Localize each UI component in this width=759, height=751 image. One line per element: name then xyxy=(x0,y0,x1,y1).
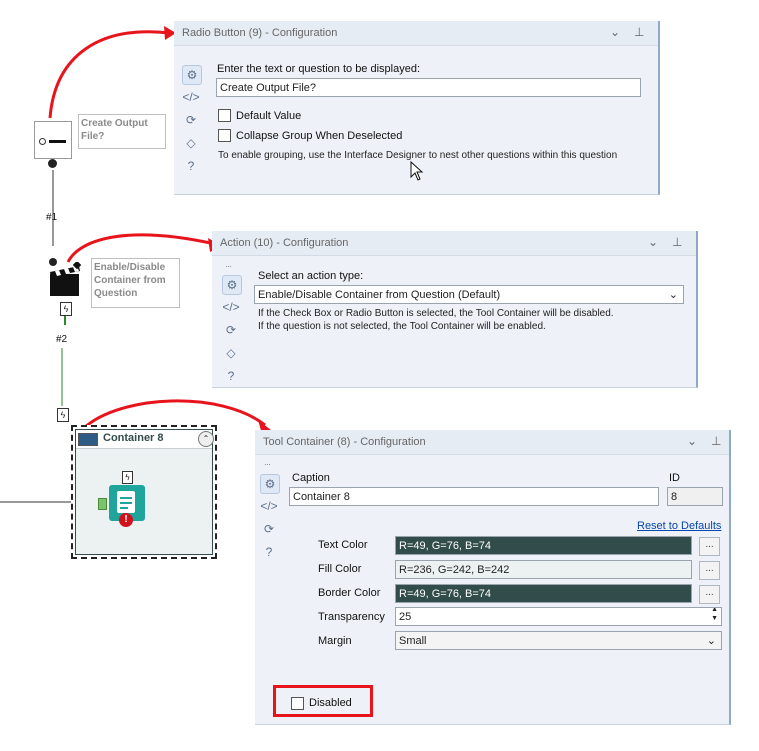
radio-line-icon xyxy=(49,140,66,143)
connection-icon[interactable]: ⟳ xyxy=(225,323,237,337)
action-note-line1: If the Check Box or Radio Button is sele… xyxy=(258,308,614,319)
tag-icon[interactable]: ◇ xyxy=(226,346,236,360)
connection-icon[interactable]: ⟳ xyxy=(185,113,197,127)
help-icon[interactable]: ? xyxy=(265,545,273,559)
chevron-down-icon[interactable]: ⌄ xyxy=(648,235,659,249)
fill-color-label: Fill Color xyxy=(318,563,362,575)
more-dots-icon: ··· xyxy=(225,261,232,271)
container-panel-header: Tool Container (8) - Configuration ⌄ ⊥ xyxy=(255,430,729,455)
code-icon[interactable]: </> xyxy=(182,90,200,104)
help-icon[interactable]: ? xyxy=(187,159,195,173)
transparency-spinner[interactable]: 25 ▲▼ xyxy=(395,607,722,626)
chevron-down-icon: ⌄ xyxy=(668,289,678,301)
action-type-label: Select an action type: xyxy=(258,270,364,282)
more-dots-icon: ··· xyxy=(264,459,271,469)
disabled-highlight-box xyxy=(273,685,373,717)
radio-config-panel: Radio Button (9) - Configuration ⌄ ⊥ ⚙ <… xyxy=(174,21,660,195)
margin-label: Margin xyxy=(318,635,352,647)
radio-tool-annotation: Create Output File? xyxy=(78,114,166,149)
spinner-arrows-icon[interactable]: ▲▼ xyxy=(711,607,718,622)
default-value-checkbox[interactable] xyxy=(218,109,231,122)
collapse-group-label: Collapse Group When Deselected xyxy=(236,130,403,142)
radio-dot-icon xyxy=(39,138,46,145)
text-color-label: Text Color xyxy=(318,539,368,551)
pin-icon[interactable]: ⊥ xyxy=(711,434,722,448)
inner-tool-anchor-icon: ϟ xyxy=(122,471,133,484)
tag-icon[interactable]: ◇ xyxy=(186,136,196,150)
help-icon[interactable]: ? xyxy=(227,369,235,383)
radio-panel-header: Radio Button (9) - Configuration ⌄ ⊥ xyxy=(174,21,658,46)
chevron-down-icon[interactable]: ⌄ xyxy=(687,434,698,448)
container-header[interactable]: Container 8 ⌃ xyxy=(76,430,214,449)
disabled-label: Disabled xyxy=(309,697,352,709)
mouse-cursor-icon xyxy=(410,160,424,184)
tool-input-anchor-icon xyxy=(98,498,107,510)
chevron-down-icon[interactable]: ⌄ xyxy=(610,25,621,39)
action-output-anchor-icon: ϟ xyxy=(60,302,72,316)
border-color-picker-button[interactable]: ... xyxy=(699,585,720,604)
border-color-field[interactable]: R=49, G=76, B=74 xyxy=(395,584,692,603)
collapse-container-icon[interactable]: ⌃ xyxy=(198,431,214,447)
fill-color-field[interactable]: R=236, G=242, B=242 xyxy=(395,560,692,579)
container-icon xyxy=(78,433,98,446)
prompt-input[interactable]: Create Output File? xyxy=(216,78,641,97)
action-type-select[interactable]: Enable/Disable Container from Question (… xyxy=(254,285,684,304)
container-panel-title: Tool Container (8) - Configuration xyxy=(263,436,426,448)
grouping-note: To enable grouping, use the Interface De… xyxy=(218,150,618,161)
action-type-value: Enable/Disable Container from Question (… xyxy=(258,289,501,301)
chevron-down-icon: ⌄ xyxy=(706,635,716,647)
tool-container[interactable]: Container 8 ⌃ ϟ ! xyxy=(71,425,217,559)
reset-defaults-link[interactable]: Reset to Defaults xyxy=(637,520,722,532)
clapperboard-icon[interactable] xyxy=(49,260,82,296)
fill-color-picker-button[interactable]: ... xyxy=(699,561,720,580)
gear-icon[interactable]: ⚙ xyxy=(260,474,280,494)
caption-label: Caption xyxy=(292,472,330,484)
margin-select[interactable]: Small ⌄ xyxy=(395,631,722,650)
id-field: 8 xyxy=(667,487,723,506)
action-panel-title: Action (10) - Configuration xyxy=(220,237,349,249)
pin-icon[interactable]: ⊥ xyxy=(634,25,645,39)
text-color-field[interactable]: R=49, G=76, B=74 xyxy=(395,536,692,555)
gear-icon[interactable]: ⚙ xyxy=(182,65,202,85)
collapse-group-checkbox[interactable] xyxy=(218,129,231,142)
pin-icon[interactable]: ⊥ xyxy=(672,235,683,249)
code-icon[interactable]: </> xyxy=(260,499,278,513)
margin-value: Small xyxy=(399,635,427,647)
connection-icon[interactable]: ⟳ xyxy=(263,522,275,536)
error-icon: ! xyxy=(119,513,133,527)
radio-output-anchor-icon xyxy=(48,159,57,168)
connection-label-1: #1 xyxy=(46,212,58,223)
radio-button-tool[interactable] xyxy=(34,121,72,159)
container-input-anchor-icon: ϟ xyxy=(57,408,69,422)
gear-icon[interactable]: ⚙ xyxy=(222,275,242,295)
prompt-label: Enter the text or question to be display… xyxy=(217,63,421,75)
connection-label-2: #2 xyxy=(56,334,68,345)
radio-panel-title: Radio Button (9) - Configuration xyxy=(182,27,338,39)
transparency-label: Transparency xyxy=(318,611,385,623)
container-title: Container 8 xyxy=(103,432,164,444)
transparency-value: 25 xyxy=(399,611,412,623)
action-note-line2: If the question is not selected, the Too… xyxy=(258,321,546,332)
container-config-panel: Tool Container (8) - Configuration ⌄ ⊥ ·… xyxy=(255,430,731,725)
action-panel-header: Action (10) - Configuration ⌄ ⊥ xyxy=(212,231,696,256)
action-config-panel: Action (10) - Configuration ⌄ ⊥ ··· ⚙ </… xyxy=(212,231,698,388)
id-label: ID xyxy=(669,472,680,484)
caption-input[interactable]: Container 8 xyxy=(289,487,659,506)
action-input-anchor-icon xyxy=(49,258,57,266)
code-icon[interactable]: </> xyxy=(222,300,240,314)
default-value-label: Default Value xyxy=(236,110,302,122)
action-tool-annotation: Enable/Disable Container from Question xyxy=(91,258,180,308)
text-color-picker-button[interactable]: ... xyxy=(699,537,720,556)
border-color-label: Border Color xyxy=(318,587,381,599)
disabled-checkbox[interactable] xyxy=(291,697,304,710)
